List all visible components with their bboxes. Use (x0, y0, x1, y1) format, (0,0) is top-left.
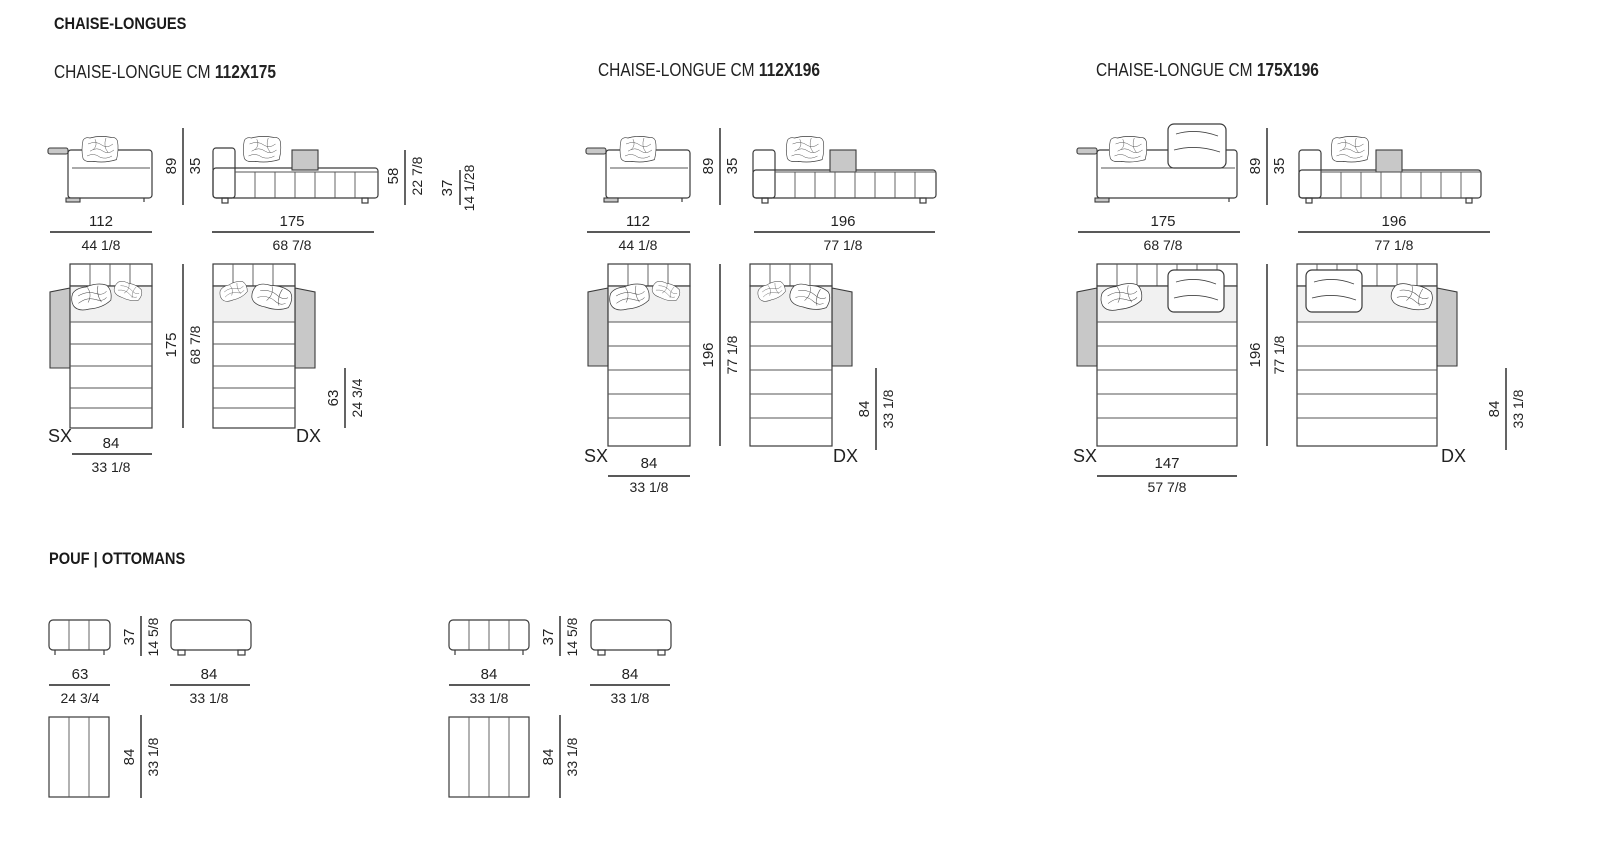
chaise-175x196-plan-width-cm: 147 (1154, 455, 1179, 472)
pouf-section-title: POUF | OTTOMANS (49, 549, 186, 568)
chaise-112x196-front-sx-width-cm: 112 (626, 213, 650, 230)
chaise-175x196-depth-in: 77 1/8 (1271, 335, 1287, 374)
chaise-112x175-plan-sx (49, 263, 153, 429)
chaise-112x196-plan-dx (749, 263, 853, 447)
chaise-112x196-arm-depth-in: 33 1/8 (880, 389, 896, 428)
chaise-112x175-depth-in: 68 7/8 (187, 325, 203, 364)
chaise-112x175-plan-width-cm: 84 (103, 435, 120, 452)
chaise-112x196-title-size: 112X196 (758, 60, 820, 80)
chaise-175x196-arm-depth-in: 33 1/8 (1510, 389, 1526, 428)
chaise-112x196-front-sx (585, 135, 691, 203)
pouf-63-front (48, 619, 111, 655)
chaise-175x196-front-sx-width-cm: 175 (1150, 213, 1175, 230)
chaise-112x175-front-sx (47, 135, 153, 203)
chaise-112x196-plan-sx (587, 263, 691, 447)
chaise-112x175-depth-cm: 175 (163, 332, 180, 357)
pouf-63-side (170, 619, 252, 656)
chaise-175x196-title-prefix: CHAISE-LONGUE CM (1096, 60, 1257, 80)
chaise-175x196-front-dx-width-cm: 196 (1381, 213, 1406, 230)
chaise-112x196-seat: 35 (724, 158, 741, 175)
chaise-175x196-front-sx (1076, 123, 1238, 203)
chaise-112x175-arm-cm: 58 (385, 168, 402, 185)
pouf-63-depth-in: 33 1/8 (145, 737, 161, 776)
chaise-112x196-depth-cm: 196 (700, 342, 717, 367)
chaise-112x175-title-size: 112X175 (214, 62, 276, 82)
pouf-63-plan (48, 716, 110, 798)
chaise-112x196-plan-width-in: 33 1/8 (630, 479, 669, 495)
chaise-175x196-front-dx (1298, 135, 1482, 204)
pouf-63-side-width-cm: 84 (201, 666, 218, 683)
chaise-112x175-title: CHAISE-LONGUE CM 112X175 (54, 62, 276, 83)
chaise-112x175-seat: 35 (187, 158, 204, 175)
chaise-112x196-arm-depth-cm: 84 (856, 401, 873, 418)
pouf-84-plan (448, 716, 530, 798)
pouf-84-height-cm: 37 (540, 629, 557, 646)
chaise-175x196-dx-label: DX (1441, 446, 1466, 466)
chaise-112x196-front-dx (752, 135, 937, 204)
pouf-84-height-in: 14 5/8 (564, 617, 580, 656)
chaise-112x175-seat2-in: 14 1/28 (461, 164, 477, 211)
chaise-112x175-front-sx-width-in: 44 1/8 (82, 237, 121, 253)
chaise-175x196-depth-cm: 196 (1247, 342, 1264, 367)
chaise-112x196-title: CHAISE-LONGUE CM 112X196 (598, 60, 820, 81)
pouf-84-side-width-in: 33 1/8 (611, 690, 650, 706)
chaise-112x175-sx-label: SX (48, 426, 72, 446)
chaise-112x175-front-dx (212, 135, 379, 204)
chaise-112x175-height: 89 (163, 158, 180, 175)
pouf-63-front-width-cm: 63 (72, 666, 89, 683)
chaise-175x196-seat: 35 (1271, 158, 1288, 175)
chaise-112x196-depth-in: 77 1/8 (724, 335, 740, 374)
pouf-63-height-cm: 37 (121, 629, 138, 646)
chaise-175x196-sx-label: SX (1073, 446, 1097, 466)
chaise-175x196-plan-width-in: 57 7/8 (1148, 479, 1187, 495)
chaise-112x175-title-prefix: CHAISE-LONGUE CM (54, 62, 215, 82)
pouf-84-front-width-cm: 84 (481, 666, 498, 683)
pouf-63-side-width-in: 33 1/8 (190, 690, 229, 706)
pouf-63-depth-cm: 84 (121, 749, 138, 766)
chaise-112x175-arm-in: 22 7/8 (409, 156, 425, 195)
chaise-112x196-front-dx-width-cm: 196 (830, 213, 855, 230)
chaise-175x196-title-size: 175X196 (1256, 60, 1319, 80)
chaise-175x196-plan-dx (1296, 263, 1458, 447)
chaise-112x196-title-prefix: CHAISE-LONGUE CM (598, 60, 759, 80)
chaise-175x196-arm-depth-cm: 84 (1486, 401, 1503, 418)
chaise-112x196-front-sx-width-in: 44 1/8 (619, 237, 658, 253)
pouf-84-front (448, 619, 530, 655)
chaise-112x175-arm-depth-in: 24 3/4 (349, 378, 365, 417)
pouf-84-side (590, 619, 672, 656)
chaise-175x196-front-sx-width-in: 68 7/8 (1144, 237, 1183, 253)
chaise-112x175-front-dx-width-cm: 175 (279, 213, 304, 230)
chaise-112x196-dx-label: DX (833, 446, 858, 466)
chaise-112x175-dx-label: DX (296, 426, 321, 446)
chaise-112x175-seat2-cm: 37 (439, 180, 456, 197)
chaise-112x175-arm-depth-cm: 63 (325, 390, 342, 407)
chaise-112x175-plan-dx (212, 263, 316, 429)
pouf-84-front-width-in: 33 1/8 (470, 690, 509, 706)
chaise-175x196-plan-sx (1076, 263, 1238, 447)
chaise-112x196-front-dx-width-in: 77 1/8 (824, 237, 863, 253)
chaise-112x175-plan-width-in: 33 1/8 (92, 459, 131, 475)
pouf-84-depth-cm: 84 (540, 749, 557, 766)
chaise-112x196-sx-label: SX (584, 446, 608, 466)
chaise-175x196-height: 89 (1247, 158, 1264, 175)
chaise-175x196-title: CHAISE-LONGUE CM 175X196 (1096, 60, 1319, 81)
chaise-longues-section-title: CHAISE-LONGUES (54, 14, 187, 33)
chaise-112x175-front-sx-width-cm: 112 (89, 213, 113, 230)
pouf-63-front-width-in: 24 3/4 (61, 690, 100, 706)
chaise-112x196-plan-width-cm: 84 (641, 455, 658, 472)
chaise-175x196-front-dx-width-in: 77 1/8 (1375, 237, 1414, 253)
pouf-84-depth-in: 33 1/8 (564, 737, 580, 776)
chaise-112x175-front-dx-width-in: 68 7/8 (273, 237, 312, 253)
pouf-63-height-in: 14 5/8 (145, 617, 161, 656)
chaise-112x196-height: 89 (700, 158, 717, 175)
pouf-84-side-width-cm: 84 (622, 666, 639, 683)
